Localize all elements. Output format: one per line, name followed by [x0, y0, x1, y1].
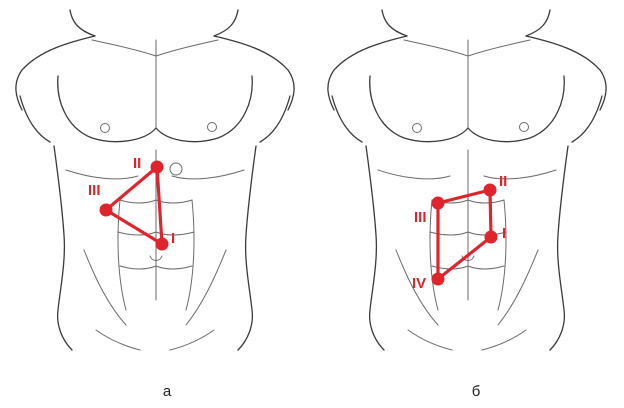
port-label-a-I: I [171, 230, 175, 247]
port-marker-a-I [156, 238, 169, 251]
torso-outline-b [328, 10, 606, 350]
port-label-b-III: III [414, 209, 427, 226]
port-label-b-II: II [499, 173, 507, 190]
port-marker-b-III [432, 197, 445, 210]
port-label-b-I: I [502, 225, 506, 242]
port-label-a-II: II [133, 155, 141, 172]
panel-caption-b: б [461, 383, 491, 400]
port-marker-b-I [485, 231, 498, 244]
torso-outline-a [16, 10, 294, 350]
port-label-b-IV: IV [412, 275, 426, 292]
port-marker-a-III [100, 204, 113, 217]
panel-caption-a: а [152, 383, 182, 400]
port-marker-b-IV [432, 273, 445, 286]
port-marker-b-II [484, 184, 497, 197]
port-layout-b: II III I IV [412, 173, 507, 292]
port-label-a-III: III [88, 182, 101, 199]
port-marker-a-II [151, 161, 164, 174]
